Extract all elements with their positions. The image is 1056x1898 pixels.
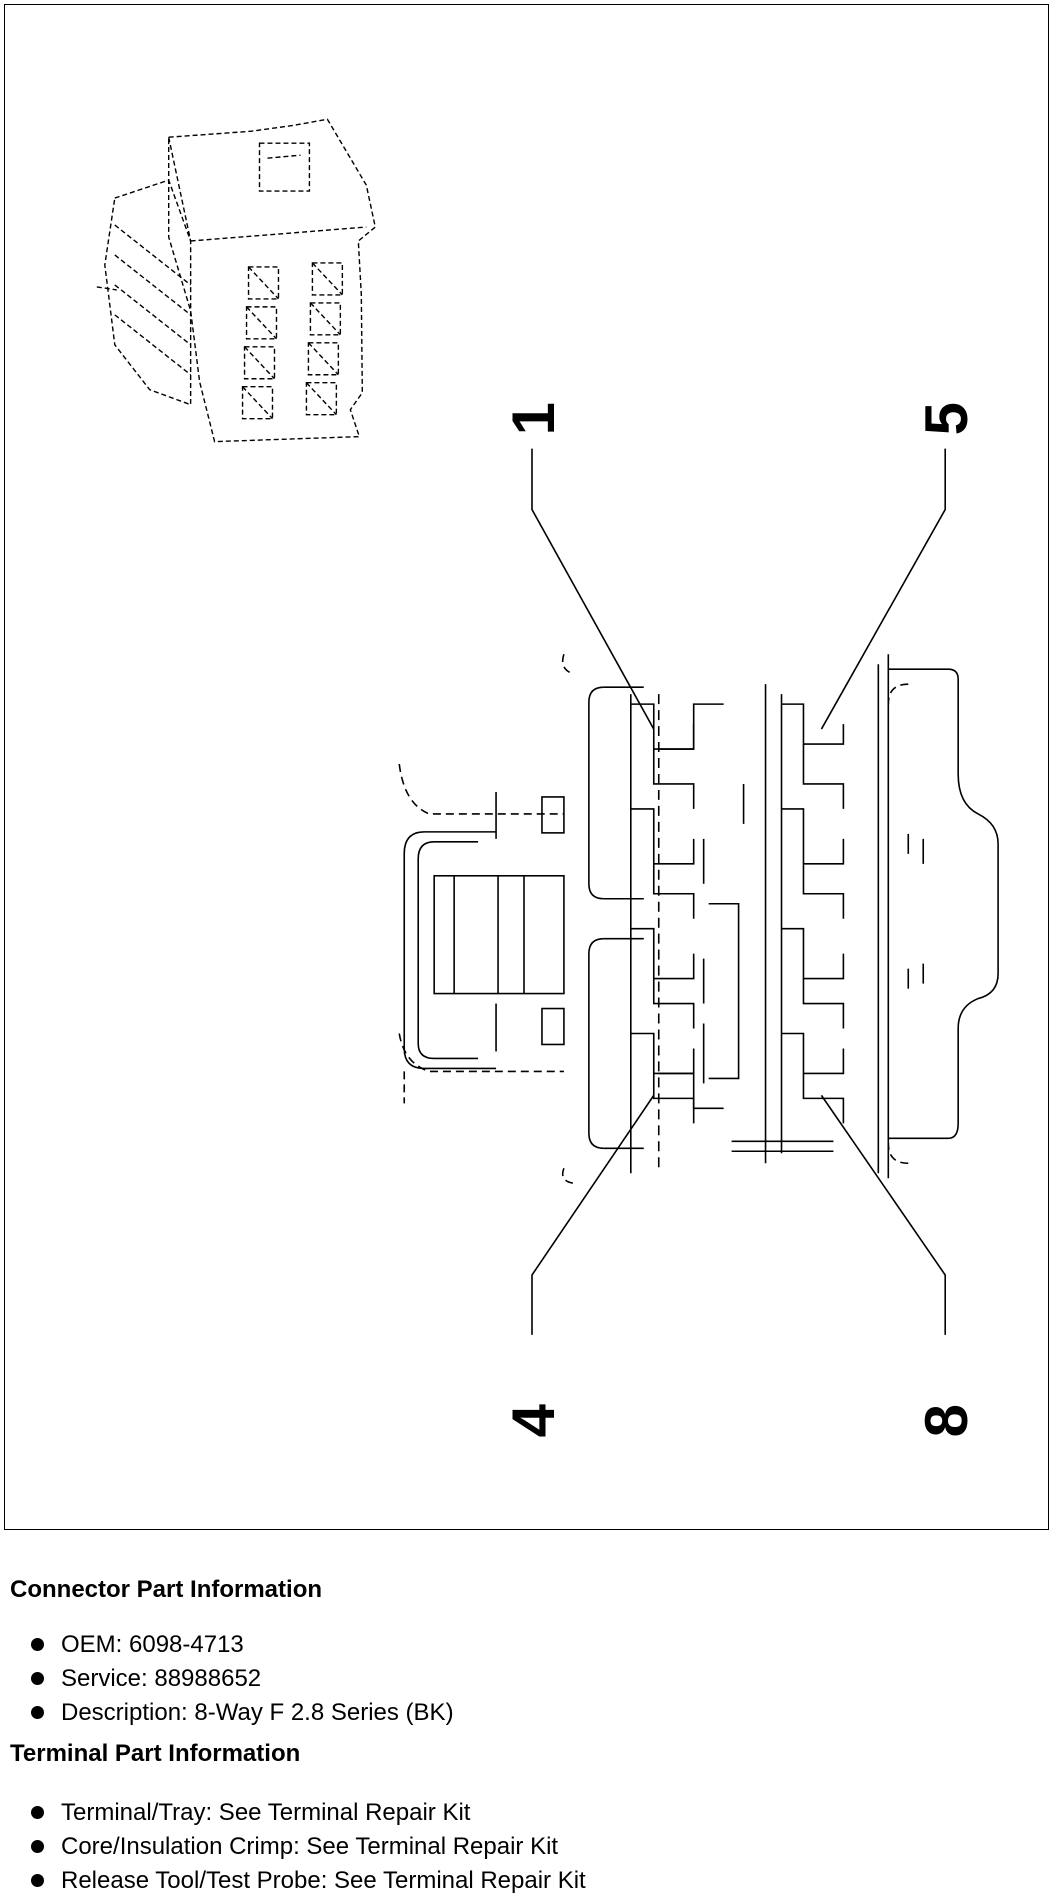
connector-cavity-grid	[241, 262, 344, 420]
connector-info-list: OEM: 6098-4713 Service: 88988652 Descrip…	[10, 1628, 1040, 1730]
connector-section-heading: Connector Part Information	[10, 1576, 323, 1603]
list-item: Release Tool/Test Probe: See Terminal Re…	[10, 1864, 1040, 1898]
pin-label-8-group: 8	[913, 1404, 980, 1437]
list-item: Core/Insulation Crimp: See Terminal Repa…	[10, 1830, 1040, 1864]
service-text: Service: 88988652	[61, 1665, 262, 1692]
bullet-icon	[31, 1706, 44, 1719]
list-item: OEM: 6098-4713	[10, 1628, 1040, 1662]
pin-label-4: 4	[500, 1404, 567, 1437]
oem-text: OEM: 6098-4713	[61, 1631, 244, 1658]
pin-label-5: 5	[913, 402, 980, 435]
list-item: Terminal/Tray: See Terminal Repair Kit	[10, 1796, 1040, 1830]
list-item: Description: 8-Way F 2.8 Series (BK)	[10, 1696, 1040, 1730]
terminal-part-information: Terminal Part Information Terminal/Tray:…	[10, 1738, 1040, 1898]
pin-leader-lines	[531, 448, 946, 1335]
bullet-icon	[31, 1806, 44, 1819]
pin-label-4-group: 4	[500, 1404, 567, 1437]
bullet-icon	[31, 1638, 44, 1651]
terminal-info-list: Terminal/Tray: See Terminal Repair Kit C…	[10, 1796, 1040, 1898]
release-tool-text: Release Tool/Test Probe: See Terminal Re…	[61, 1867, 586, 1894]
terminal-tray-text: Terminal/Tray: See Terminal Repair Kit	[61, 1799, 471, 1826]
left-terminal-column	[630, 694, 724, 1174]
pin-label-5-group: 5	[913, 402, 980, 435]
pin-label-8: 8	[913, 1404, 980, 1437]
connector-part-information: Connector Part Information OEM: 6098-471…	[10, 1574, 1040, 1730]
pin-label-1-group: 1	[500, 402, 567, 435]
connector-isometric-view	[96, 118, 377, 443]
bullet-icon	[31, 1874, 44, 1887]
connector-diagram: 1 5 4 8	[96, 118, 999, 1437]
crimp-text: Core/Insulation Crimp: See Terminal Repa…	[61, 1833, 559, 1860]
list-item: Service: 88988652	[10, 1662, 1040, 1696]
terminal-section-heading: Terminal Part Information	[10, 1740, 301, 1767]
connector-diagram-frame: 1 5 4 8	[4, 4, 1049, 1530]
bullet-icon	[31, 1672, 44, 1685]
bullet-icon	[31, 1840, 44, 1853]
connector-face-view	[398, 653, 999, 1184]
description-text: Description: 8-Way F 2.8 Series (BK)	[61, 1699, 454, 1726]
pin-label-1: 1	[500, 402, 567, 435]
